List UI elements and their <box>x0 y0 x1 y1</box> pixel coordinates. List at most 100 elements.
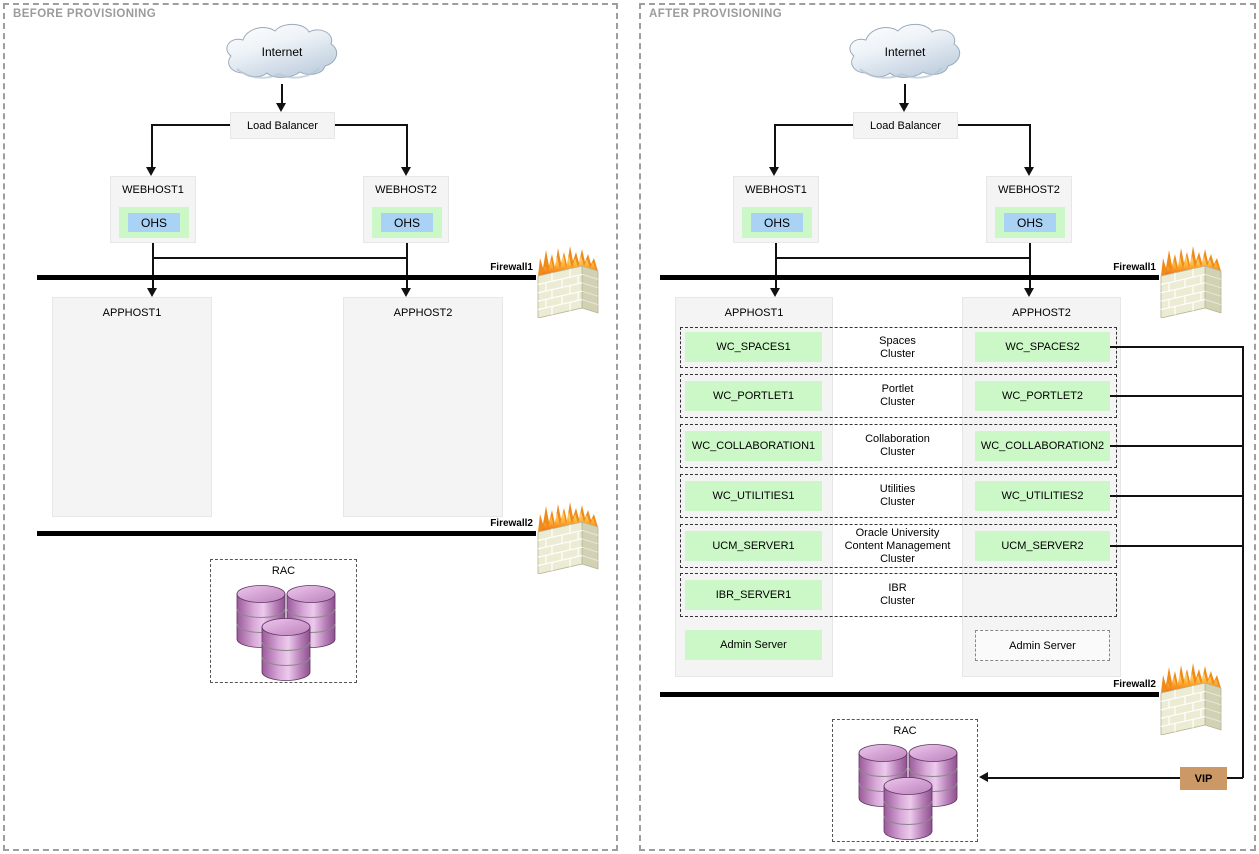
connector <box>774 124 776 168</box>
connector <box>335 124 407 126</box>
connector-ucm-vip <box>1110 545 1243 547</box>
cluster-name-line: Oracle University <box>855 526 940 539</box>
connector <box>151 124 153 168</box>
firewall1-line <box>660 275 1159 280</box>
arrowhead <box>1024 167 1034 176</box>
arrowhead <box>147 288 157 297</box>
rac-box: RAC <box>210 559 357 683</box>
cluster-name-line: IBR <box>888 582 907 594</box>
cluster-name-line: Cluster <box>880 446 915 458</box>
firewall-icon <box>537 245 599 318</box>
cluster-name-line: Content Management <box>844 539 951 552</box>
arrowhead <box>769 167 779 176</box>
cluster-name-line: Cluster <box>880 396 915 408</box>
connector <box>406 243 408 291</box>
arrowhead <box>899 103 909 112</box>
webhost2-label: WEBHOST2 <box>998 184 1060 196</box>
cluster-name-line: Cluster <box>880 552 915 565</box>
apphost1-box: APPHOST1 <box>52 297 212 517</box>
arrowhead <box>770 288 780 297</box>
firewall-icon <box>537 501 599 574</box>
firewall2-line <box>660 692 1159 697</box>
connector-vip-rac <box>988 777 1180 779</box>
arrowhead <box>1024 288 1034 297</box>
server-box-ucm-server1: UCM_SERVER1 <box>685 531 822 561</box>
cluster-label-collaboration: Collaboration Cluster <box>833 424 962 468</box>
connector <box>152 257 407 259</box>
rac-box: RAC <box>832 719 978 842</box>
internet-label: Internet <box>261 45 303 59</box>
arrowhead <box>401 167 411 176</box>
admin-server-box-left: Admin Server <box>685 630 822 660</box>
server-box-wc-utilities1: WC_UTILITIES1 <box>685 481 822 511</box>
connector <box>1029 124 1031 168</box>
server-box-wc-spaces2: WC_SPACES2 <box>975 332 1110 362</box>
cluster-row-spaces <box>680 327 1117 368</box>
webhost1-box: WEBHOST1 OHS <box>733 176 819 243</box>
arrowhead <box>276 103 286 112</box>
connector <box>958 124 1030 126</box>
load-balancer-box: Load Balancer <box>230 112 335 139</box>
webhost1-box: WEBHOST1 OHS <box>110 176 196 243</box>
ohs-green-frame: OHS <box>995 207 1065 238</box>
ohs-green-frame: OHS <box>742 207 812 238</box>
server-box-ucm-server2: UCM_SERVER2 <box>975 531 1110 561</box>
connector-collaboration-vip <box>1110 445 1243 447</box>
cluster-name-line: Spaces <box>879 334 916 347</box>
cluster-name-line: Cluster <box>880 347 915 360</box>
connector <box>775 257 1030 259</box>
apphost1-label: APPHOST1 <box>724 307 784 319</box>
connector-spaces-vip <box>1110 346 1243 348</box>
connector <box>1029 243 1031 291</box>
firewall2-label: Firewall2 <box>490 518 533 529</box>
ohs-box: OHS <box>751 213 803 232</box>
load-balancer-box: Load Balancer <box>853 112 958 139</box>
connector <box>152 243 154 291</box>
rac-label: RAC <box>271 565 296 577</box>
apphost2-label: APPHOST2 <box>1012 307 1071 319</box>
server-box-wc-utilities2: WC_UTILITIES2 <box>975 481 1110 511</box>
connector-vip-trunk <box>1242 346 1244 778</box>
vip-box: VIP <box>1180 767 1227 790</box>
arrowhead <box>979 772 988 782</box>
connector-portlet-vip <box>1110 395 1243 397</box>
firewall1-label: Firewall1 <box>490 262 533 273</box>
cluster-label-utilities: Utilities Cluster <box>833 474 962 518</box>
server-box-wc-collaboration1: WC_COLLABORATION1 <box>685 431 822 461</box>
server-box-wc-collaboration2: WC_COLLABORATION2 <box>975 431 1110 461</box>
firewall2-line <box>37 531 536 536</box>
ohs-box: OHS <box>128 213 180 232</box>
connector <box>406 124 408 168</box>
cluster-name-line: Utilities <box>879 483 916 495</box>
ohs-box: OHS <box>1004 213 1056 232</box>
before-panel-title: BEFORE PROVISIONING <box>13 8 157 20</box>
cluster-row-ibr <box>680 573 1117 617</box>
database-icon <box>841 736 971 840</box>
before-panel <box>3 3 618 851</box>
webhost2-label: WEBHOST2 <box>375 184 437 196</box>
server-box-wc-portlet2: WC_PORTLET2 <box>975 381 1110 411</box>
connector-cloud-lb <box>281 84 283 104</box>
webhost1-label: WEBHOST1 <box>745 184 807 196</box>
ohs-green-frame: OHS <box>372 207 442 238</box>
apphost1-label: APPHOST1 <box>102 307 162 319</box>
after-panel-title: AFTER PROVISIONING <box>649 8 783 20</box>
firewall-icon <box>1160 662 1222 735</box>
connector <box>1227 777 1243 779</box>
server-box-ibr-server1: IBR_SERVER1 <box>685 580 822 610</box>
internet-label: Internet <box>884 45 926 59</box>
firewall1-label: Firewall1 <box>1113 262 1156 273</box>
webhost1-label: WEBHOST1 <box>122 184 184 196</box>
connector <box>152 124 230 126</box>
ohs-box: OHS <box>381 213 433 232</box>
server-box-wc-portlet1: WC_PORTLET1 <box>685 381 822 411</box>
firewall1-line <box>37 275 536 280</box>
cluster-name-line: Portlet <box>881 383 914 395</box>
cluster-label-ibr: IBR Cluster <box>833 573 962 617</box>
connector-cloud-lb <box>904 84 906 104</box>
arrowhead <box>401 288 411 297</box>
admin-server-box-right: Admin Server <box>975 630 1110 661</box>
webhost2-box: WEBHOST2 OHS <box>363 176 449 243</box>
connector-utilities-vip <box>1110 495 1243 497</box>
